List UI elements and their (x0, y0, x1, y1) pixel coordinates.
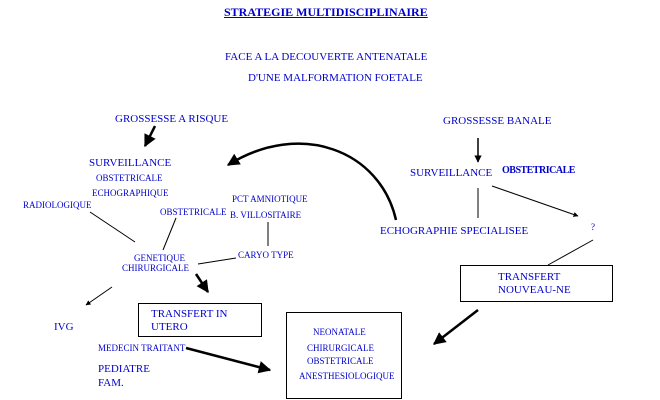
arrow-transfert-nn-to-center (433, 309, 479, 345)
pct-amniotique-label: PCT AMNIOTIQUE (232, 194, 308, 204)
subtitle-line-1: FACE A LA DECOUVERTE ANTENATALE (225, 51, 428, 63)
grossesse-a-risque-label: GROSSESSE A RISQUE (115, 113, 229, 125)
obstetricale-label: OBSTETRICALE (96, 173, 163, 183)
line-obstetricale-to-genetique (162, 217, 177, 251)
echographique-label: ECHOGRAPHIQUE (92, 188, 169, 198)
caryotype-label: CARYO TYPE (238, 250, 294, 260)
obstetricale-right-label: OBSTETRICALE (502, 165, 575, 176)
echographie-specialisee-label: ECHOGRAPHIE SPECIALISEE (380, 225, 529, 237)
grossesse-banale-label: GROSSESSE BANALE (443, 115, 552, 127)
chirurgicale-label: CHIRURGICALE (122, 263, 189, 273)
transfert-nn-line-2: NOUVEAU-NE (498, 284, 571, 296)
center-care-box: NEONATALE CHIRURGICALE OBSTETRICALE ANES… (286, 312, 402, 399)
neonatale-label: NEONATALE (313, 327, 366, 337)
transfert-in-utero-box: TRANSFERT IN UTERO (138, 303, 262, 337)
anesthesiologique-label: ANESTHESIOLOGIQUE (299, 371, 395, 381)
radiologique-label: RADIOLOGIQUE (23, 200, 92, 210)
arrow-risque-to-surveillance (143, 125, 157, 148)
arrow-echo-to-surveillance-curve (226, 142, 398, 221)
transfert-in-utero-line-1: TRANSFERT IN (151, 308, 228, 320)
medecin-traitant-label: MEDECIN TRAITANT (98, 343, 186, 353)
line-radiologique-to-genetique (89, 211, 136, 243)
page-title: STRATEGIE MULTIDISCIPLINAIRE (224, 5, 428, 19)
pediatre-label: PEDIATRE (98, 363, 150, 375)
surveillance-left-label: SURVEILLANCE (89, 157, 172, 169)
transfert-nouveau-ne-box: TRANSFERT NOUVEAU-NE (460, 265, 613, 302)
chirurgicale-center-label: CHIRURGICALE (307, 343, 374, 353)
b-villositaire-label: B. VILLOSITAIRE (230, 210, 302, 220)
line-question-to-transfert (547, 239, 594, 266)
surveillance-right-label: SURVEILLANCE (410, 167, 493, 179)
arrow-genetique-to-ivg (85, 286, 113, 306)
obstetricale-center-label: OBSTETRICALE (307, 356, 374, 366)
fam-label: FAM. (98, 377, 124, 389)
question-mark-label: ? (591, 222, 595, 232)
transfert-nn-line-1: TRANSFERT (498, 271, 561, 283)
ivg-label: IVG (54, 321, 74, 333)
arrow-genetique-to-transfert-in-utero (194, 273, 210, 294)
line-caryotype-to-genetique (197, 257, 237, 265)
arrow-medecin-to-center (185, 346, 272, 374)
transfert-in-utero-line-2: UTERO (151, 321, 188, 333)
genetique-label: GENETIQUE (134, 253, 185, 263)
obstetricale-sub-label: OBSTETRICALE (160, 207, 227, 217)
subtitle-line-2: D'UNE MALFORMATION FOETALE (248, 72, 423, 84)
arrow-surveillance-to-question (491, 185, 579, 217)
